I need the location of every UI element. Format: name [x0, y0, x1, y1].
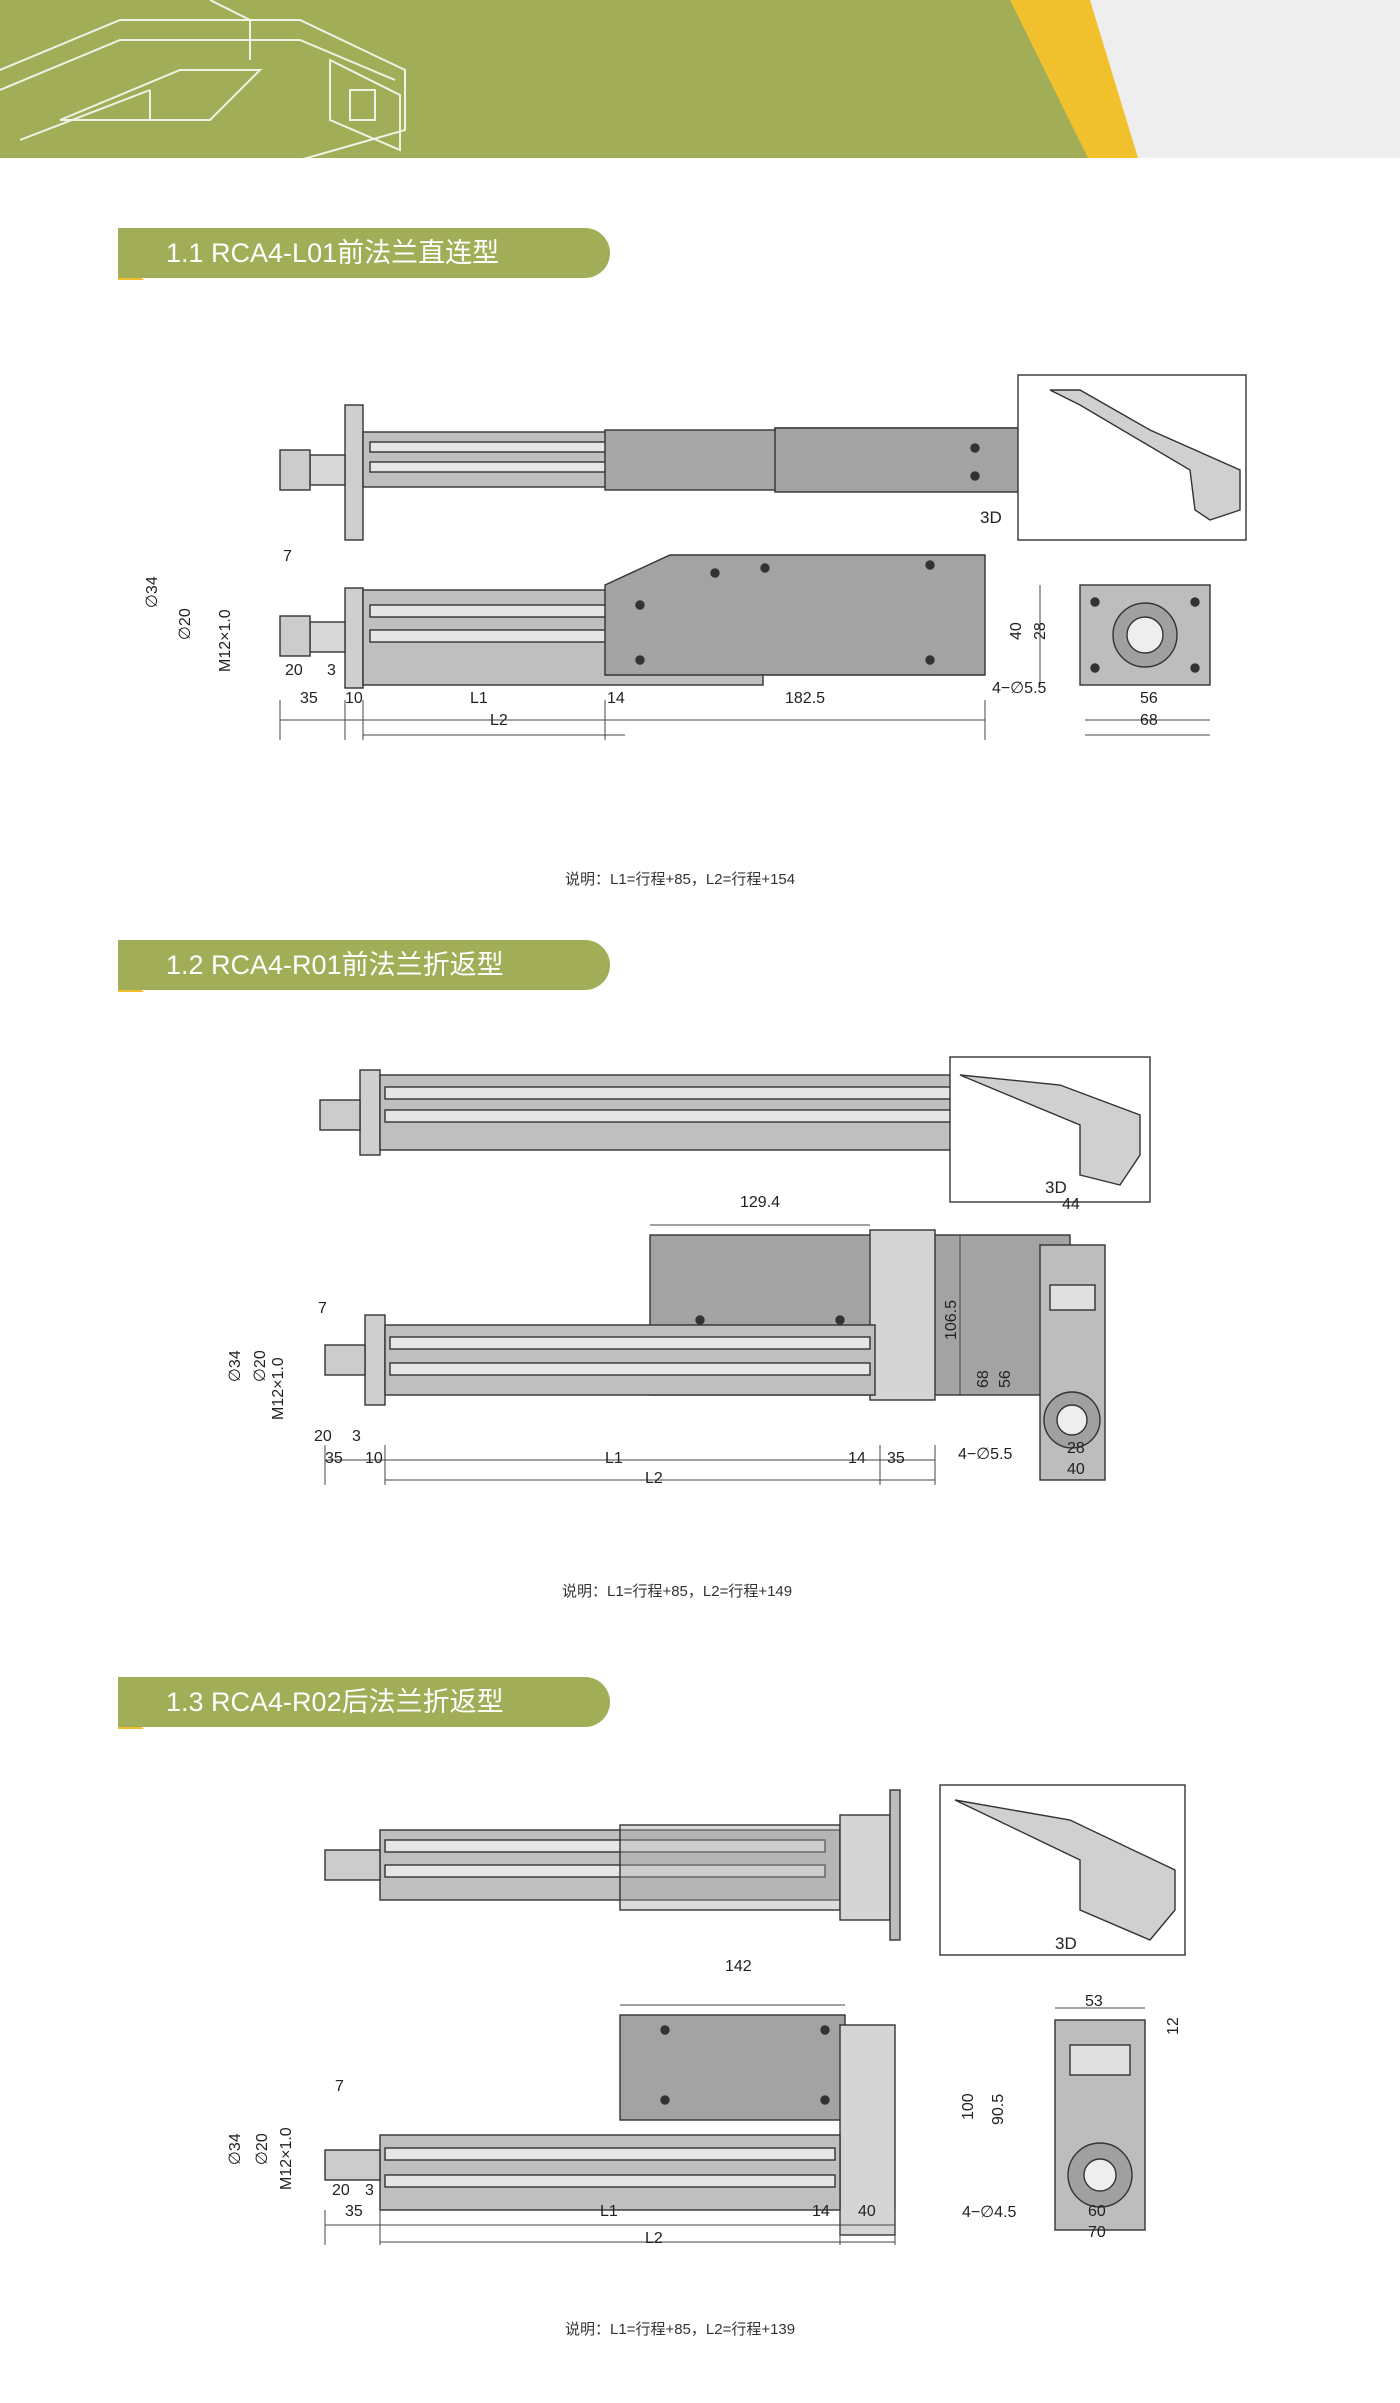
dim-label: 20 — [285, 662, 303, 679]
dim-label: ∅20 — [252, 1350, 269, 1382]
dim-label: 10 — [365, 1450, 383, 1467]
dim-label: 40 — [1008, 622, 1025, 640]
dim-label: 7 — [318, 1300, 327, 1317]
dim-label: 106.5 — [943, 1299, 960, 1340]
dim-label: 3 — [327, 662, 336, 679]
view-3d-label: 3D — [1055, 1934, 1077, 1953]
dim-label: 68 — [1140, 712, 1158, 729]
dim-label: ∅20 — [177, 608, 194, 640]
section-title-2: 1.2 RCA4-R01前法兰折返型 — [118, 940, 610, 990]
dim-label: 100 — [960, 2093, 977, 2120]
dim-label: ∅34 — [227, 1350, 244, 1382]
section-title-3: 1.3 RCA4-R02后法兰折返型 — [118, 1677, 610, 1727]
dim-label: 68 — [975, 1370, 992, 1388]
view-3d-label: 3D — [980, 508, 1002, 527]
dim-label: 70 — [1088, 2224, 1106, 2241]
formula-note-3: 说明：L1=行程+85，L2=行程+139 — [565, 2321, 796, 2338]
dim-label: ∅20 — [254, 2133, 271, 2165]
dim-label: 4−∅5.5 — [958, 1446, 1013, 1463]
dim-label: M12×1.0 — [278, 2127, 295, 2190]
dim-label: 142 — [725, 1958, 752, 1975]
banner-accent-grey — [1090, 0, 1400, 158]
view-3d-label: 3D — [1045, 1178, 1067, 1197]
formula-note-2: 说明：L1=行程+85，L2=行程+149 — [562, 1583, 793, 1600]
dim-label: L1 — [605, 1450, 623, 1467]
dim-label: 35 — [325, 1450, 343, 1467]
dim-label: L1 — [470, 690, 488, 707]
dim-label: M12×1.0 — [270, 1357, 287, 1420]
dim-label: 35 — [300, 690, 318, 707]
dim-label: 44 — [1062, 1196, 1080, 1213]
dim-label: 3 — [365, 2182, 374, 2199]
dim-label: 28 — [1067, 1440, 1085, 1457]
drawing-rca4-r01 — [319, 1056, 1151, 1485]
section-title-1: 1.1 RCA4-L01前法兰直连型 — [118, 228, 610, 278]
dim-label: ∅34 — [144, 576, 161, 608]
dim-label: 56 — [997, 1370, 1014, 1388]
dim-label: 40 — [1067, 1461, 1085, 1478]
dim-label: 10 — [345, 690, 363, 707]
dim-label: 7 — [283, 548, 292, 565]
dim-label: 20 — [332, 2182, 350, 2199]
dim-label: 28 — [1032, 622, 1049, 640]
dim-label: 56 — [1140, 690, 1158, 707]
dim-label: M12×1.0 — [217, 609, 234, 672]
dim-label: 35 — [887, 1450, 905, 1467]
dim-label: 53 — [1085, 1993, 1103, 2010]
dim-label: L2 — [645, 2230, 663, 2247]
dim-label: 40 — [858, 2203, 876, 2220]
dim-label: 35 — [345, 2203, 363, 2220]
drawing-rca4-l01 — [279, 374, 1247, 740]
dim-label: 60 — [1088, 2203, 1106, 2220]
dim-label: ∅34 — [227, 2133, 244, 2165]
dim-label: 3 — [352, 1428, 361, 1445]
dim-label: 12 — [1165, 2017, 1182, 2035]
actuator-line-art — [0, 0, 406, 158]
dim-label: 182.5 — [785, 690, 826, 707]
dim-label: L1 — [600, 2203, 618, 2220]
dim-label: 20 — [314, 1428, 332, 1445]
dim-label: 90.5 — [990, 2093, 1007, 2125]
dim-label: 4−∅5.5 — [992, 680, 1047, 697]
dim-label: 14 — [812, 2203, 830, 2220]
dim-label: 14 — [607, 690, 625, 707]
dim-label: 7 — [335, 2078, 344, 2095]
dim-label: L2 — [645, 1470, 663, 1487]
formula-note-1: 说明：L1=行程+85，L2=行程+154 — [565, 871, 796, 888]
dim-label: 4−∅4.5 — [962, 2204, 1017, 2221]
dim-label: L2 — [490, 712, 508, 729]
dim-label: 14 — [848, 1450, 866, 1467]
dim-label: 129.4 — [740, 1194, 781, 1211]
drawing-rca4-r02 — [324, 1784, 1186, 2245]
